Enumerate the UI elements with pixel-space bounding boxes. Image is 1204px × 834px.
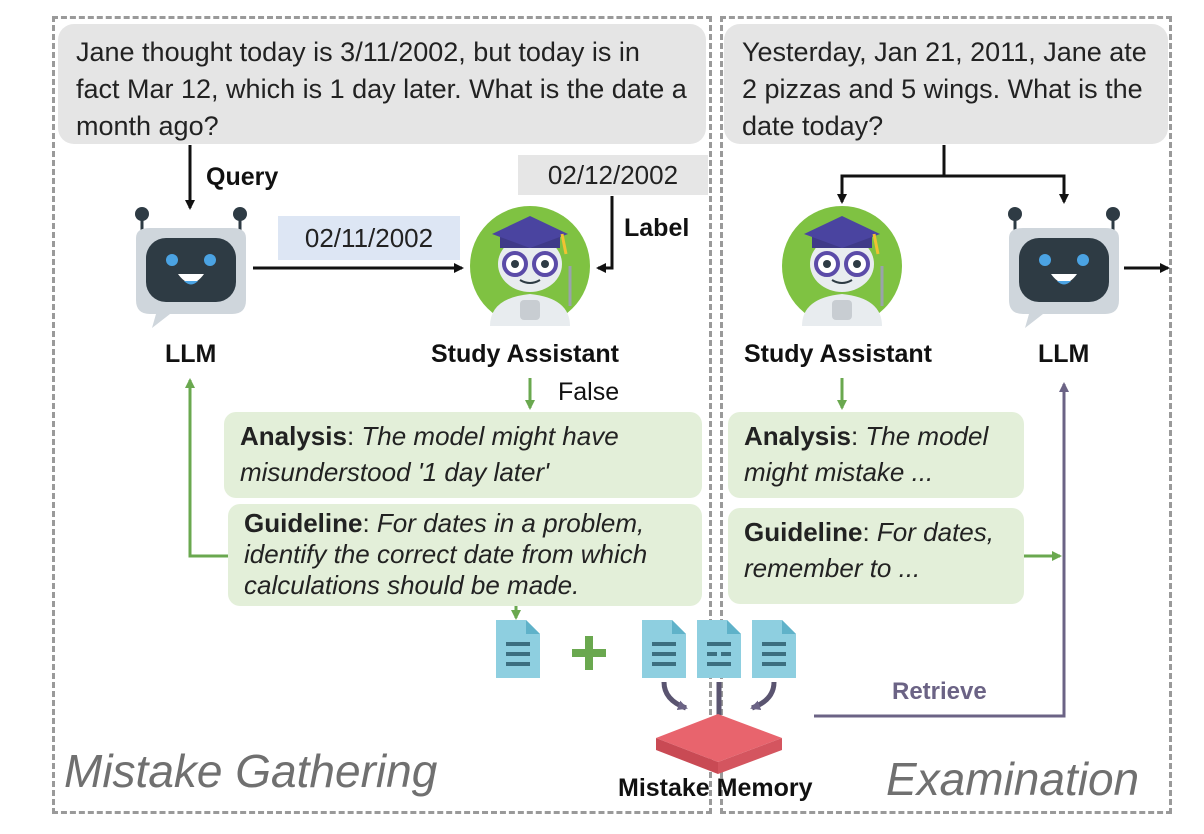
memory-icon [656,714,782,774]
guideline-key: Guideline [244,508,363,538]
exam-question-box: Yesterday, Jan 21, 2011, Jane ate 2 pizz… [724,24,1168,144]
analysis-key: Analysis [240,421,347,451]
plus-icon [572,636,606,670]
exam-guideline-text: For dates, remember to ... [744,517,994,583]
llm-answer-box: 02/11/2002 [278,216,460,260]
study-assistant-icon-right [782,206,902,326]
label-arrow [596,196,614,273]
question-to-llm-arrow [944,174,1069,204]
memory-document-icon [642,620,686,678]
question-text: Jane thought today is 3/11/2002, but tod… [76,37,687,141]
gold-label-box: 02/12/2002 [518,155,708,195]
exam-guideline-box: Guideline: For dates, remember to ... [728,508,1024,604]
exam-analysis-text: The model might mistake ... [744,421,989,487]
examination-panel [720,16,1172,814]
exam-question-text: Yesterday, Jan 21, 2011, Jane ate 2 pizz… [742,37,1147,141]
analysis-text: The model might have misunderstood '1 da… [240,421,619,487]
llm-robot-icon-right [1008,207,1120,328]
llm-robot-icon [135,207,247,328]
memory-document-icon [697,620,741,678]
study-assistant-icon [470,206,590,326]
mistake-gathering-panel [52,16,712,814]
guideline-box: Guideline: For dates in a problem, ident… [228,504,702,606]
verdict-label: False [558,378,620,406]
retrieve-arrow [814,382,1069,718]
exam-analysis-key: Analysis [744,421,851,451]
exam-analysis-box: Analysis: The model might mistake ... [728,412,1024,498]
llm-label: LLM [165,340,217,368]
doc-to-memory-arrow [750,681,777,711]
examination-title: Examination [886,753,1140,805]
question-box: Jane thought today is 3/11/2002, but tod… [58,24,706,144]
mistake-gathering-title: Mistake Gathering [64,745,438,797]
guideline-text: For dates in a problem, identify the cor… [244,508,648,600]
feedback-arrow [185,378,228,558]
doc-to-memory-arrow [661,681,688,711]
retrieve-label: Retrieve [892,678,987,705]
label-label: Label [624,214,690,242]
analysis-box: Analysis: The model might have misunders… [224,412,702,498]
memory-document-icon [752,620,796,678]
question-to-assistant-arrow [837,174,944,204]
document-icon [496,620,540,678]
study-assistant-label: Study Assistant [431,340,620,368]
exam-llm-label: LLM [1038,340,1090,368]
mistake-memory-label: Mistake Memory [618,774,813,802]
exam-guideline-key: Guideline [744,517,863,547]
exam-study-assistant-label: Study Assistant [744,340,933,368]
query-label: Query [206,163,279,191]
